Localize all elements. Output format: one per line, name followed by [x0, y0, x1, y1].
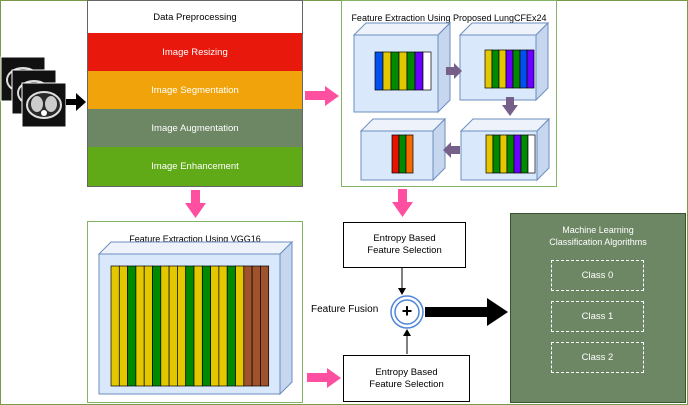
- lungcfex-title: Feature Extraction Using Proposed LungCF…: [351, 13, 547, 23]
- vgg16-bar: [152, 265, 162, 387]
- vgg16-bar: [177, 265, 187, 387]
- class-0-box: Class 0: [551, 260, 644, 291]
- entropy-selection-top: Entropy Based Feature Selection: [343, 222, 466, 268]
- lungcfex-flow-arrows: [443, 63, 518, 158]
- vgg16-bar: [143, 265, 153, 387]
- purple-arrow-right: [454, 63, 462, 79]
- arrow-input-to-preprocess: [66, 93, 86, 111]
- vgg16-bar: [218, 265, 228, 387]
- vgg16-bar: [201, 265, 211, 387]
- preprocessing-title: Data Preprocessing: [88, 1, 302, 33]
- lungcfex-block-3: [459, 117, 551, 182]
- vgg16-feature-bars: [110, 265, 270, 387]
- vgg16-bar: [185, 265, 195, 387]
- pink-arrows: [185, 86, 413, 388]
- arrow-vgg16-to-entropy: [307, 368, 341, 388]
- step-image-enhancement: Image Enhancement: [88, 147, 302, 186]
- purple-arrow-down: [502, 105, 518, 116]
- vgg16-bar: [110, 265, 120, 387]
- step-image-resizing: Image Resizing: [88, 33, 302, 71]
- class-1-box: Class 1: [551, 301, 644, 332]
- ml-classification-box: Machine Learning Classification Algorith…: [510, 213, 686, 403]
- vgg16-bar: [118, 265, 128, 387]
- data-preprocessing-box: Data Preprocessing Image Resizing Image …: [87, 0, 303, 187]
- ml-title: Machine Learning Classification Algorith…: [511, 224, 685, 248]
- step-image-augmentation: Image Augmentation: [88, 109, 302, 147]
- class-2-box: Class 2: [551, 342, 644, 373]
- arrow-lungcfex-to-entropy: [392, 189, 413, 217]
- vgg16-bar: [127, 265, 137, 387]
- arrow-preprocess-to-vgg16: [185, 190, 206, 218]
- vgg16-bar: [210, 265, 220, 387]
- vgg16-bar: [235, 265, 245, 387]
- vgg16-bar: [193, 265, 203, 387]
- entropy-bottom-line2: Feature Selection: [369, 378, 444, 390]
- vgg16-bar: [135, 265, 145, 387]
- entropy-bottom-line1: Entropy Based: [375, 366, 438, 378]
- vgg16-bar: [251, 265, 261, 387]
- purple-arrow-left: [443, 142, 451, 158]
- feature-fusion-label: Feature Fusion: [311, 304, 379, 315]
- lungcfex-block-4: [359, 117, 447, 182]
- vgg16-bar: [160, 265, 170, 387]
- vgg16-bar: [243, 265, 253, 387]
- vgg16-bar: [226, 265, 236, 387]
- vgg16-title: Feature Extraction Using VGG16: [129, 234, 261, 244]
- entropy-selection-bottom: Entropy Based Feature Selection: [343, 355, 470, 402]
- ct-image-front: [21, 82, 67, 128]
- vgg16-bar: [260, 265, 270, 387]
- ml-title-line1: Machine Learning: [562, 225, 634, 235]
- fusion-plus-symbol: +: [401, 300, 413, 321]
- step-image-segmentation: Image Segmentation: [88, 71, 302, 109]
- fusion-connectors: [398, 268, 411, 354]
- lungcfex-block-1: [352, 21, 452, 114]
- vgg16-bar: [168, 265, 178, 387]
- entropy-top-line1: Entropy Based: [373, 233, 436, 244]
- ml-title-line2: Classification Algorithms: [549, 237, 647, 247]
- arrow-fusion-to-ml: [425, 298, 508, 326]
- entropy-top-line2: Feature Selection: [367, 245, 442, 256]
- arrow-preprocess-to-lungcfex: [305, 86, 339, 106]
- lungcfex-block-2: [458, 21, 550, 102]
- fusion-node: [390, 295, 424, 329]
